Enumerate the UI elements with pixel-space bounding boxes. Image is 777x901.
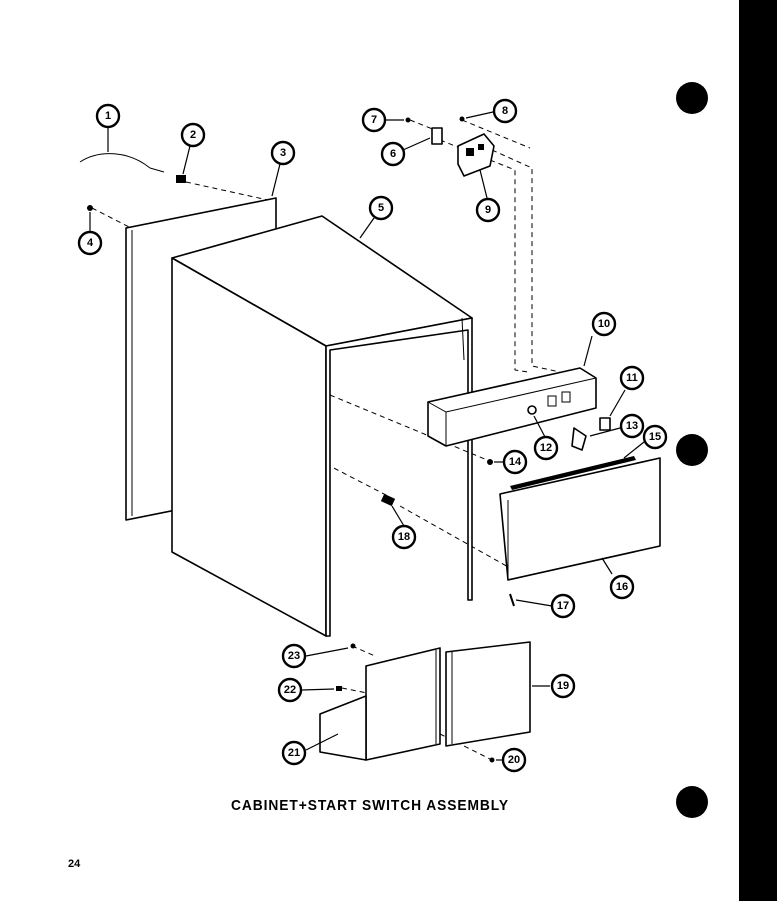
part-trim-strip — [510, 456, 636, 490]
svg-text:16: 16 — [616, 581, 628, 593]
svg-text:7: 7 — [371, 114, 377, 126]
svg-text:21: 21 — [288, 747, 300, 759]
exploded-parts-diagram: 1 2 3 4 5 6 7 8 9 10 11 12 13 14 15 16 1… — [77, 98, 668, 773]
svg-text:23: 23 — [288, 650, 300, 662]
callout-17: 17 — [550, 593, 576, 619]
callout-19: 19 — [550, 673, 576, 699]
page-number: 24 — [68, 858, 81, 870]
svg-text:17: 17 — [557, 600, 569, 612]
part-screw-14 — [487, 459, 493, 465]
callout-1: 1 — [95, 103, 121, 129]
part-knob — [571, 427, 587, 451]
callout-14: 14 — [502, 449, 528, 475]
svg-text:11: 11 — [626, 372, 638, 384]
part-door-panel — [499, 457, 661, 581]
binder-edge-strip — [739, 0, 777, 901]
svg-text:20: 20 — [508, 754, 520, 766]
callout-20: 20 — [501, 747, 527, 773]
callout-22: 22 — [277, 677, 303, 703]
svg-text:10: 10 — [598, 318, 610, 330]
part-cord — [79, 153, 165, 173]
svg-text:4: 4 — [87, 237, 94, 249]
svg-text:15: 15 — [649, 431, 661, 443]
part-bushing — [176, 175, 186, 183]
callout-9: 9 — [475, 197, 501, 223]
svg-text:8: 8 — [502, 105, 508, 117]
callout-4: 4 — [77, 230, 103, 256]
callout-18: 18 — [391, 524, 417, 550]
svg-text:22: 22 — [284, 684, 296, 696]
callout-13: 13 — [619, 413, 645, 439]
part-screw-17 — [509, 593, 515, 607]
callout-8: 8 — [492, 98, 518, 124]
diagram-caption: CABINET+START SWITCH ASSEMBLY — [230, 797, 510, 814]
svg-text:19: 19 — [557, 680, 569, 692]
callout-5: 5 — [368, 195, 394, 221]
part-indicator — [527, 405, 537, 415]
callout-12: 12 — [533, 435, 559, 461]
callout-23: 23 — [281, 643, 307, 669]
part-switch-bracket — [405, 116, 495, 177]
binder-hole-middle — [676, 434, 708, 466]
callout-16: 16 — [609, 574, 635, 600]
part-cabinet-body — [171, 215, 473, 637]
callout-15: 15 — [642, 424, 668, 450]
svg-text:5: 5 — [378, 202, 384, 214]
callout-6: 6 — [380, 141, 406, 167]
svg-text:2: 2 — [190, 129, 196, 141]
part-hinge — [380, 493, 396, 507]
callout-leaders — [89, 111, 645, 761]
part-switch-block — [599, 417, 611, 431]
callout-3: 3 — [270, 140, 296, 166]
part-small-screws — [336, 643, 495, 763]
svg-text:9: 9 — [485, 204, 491, 216]
svg-text:12: 12 — [540, 442, 552, 454]
callout-7: 7 — [361, 107, 387, 133]
part-lower-panel-right — [445, 641, 531, 747]
alignment-lines — [91, 119, 561, 761]
svg-text:18: 18 — [398, 531, 410, 543]
binder-hole-bottom — [676, 786, 708, 818]
svg-text:6: 6 — [390, 148, 396, 160]
callout-11: 11 — [619, 365, 645, 391]
svg-text:13: 13 — [626, 420, 638, 432]
svg-text:14: 14 — [509, 456, 522, 468]
callout-21: 21 — [281, 740, 307, 766]
svg-text:3: 3 — [280, 147, 286, 159]
part-screw-4 — [87, 205, 93, 211]
callout-2: 2 — [180, 122, 206, 148]
callout-10: 10 — [591, 311, 617, 337]
binder-hole-top — [676, 82, 708, 114]
part-control-panel — [427, 367, 597, 447]
svg-text:1: 1 — [105, 110, 111, 122]
part-lower-panel-left — [319, 647, 441, 761]
